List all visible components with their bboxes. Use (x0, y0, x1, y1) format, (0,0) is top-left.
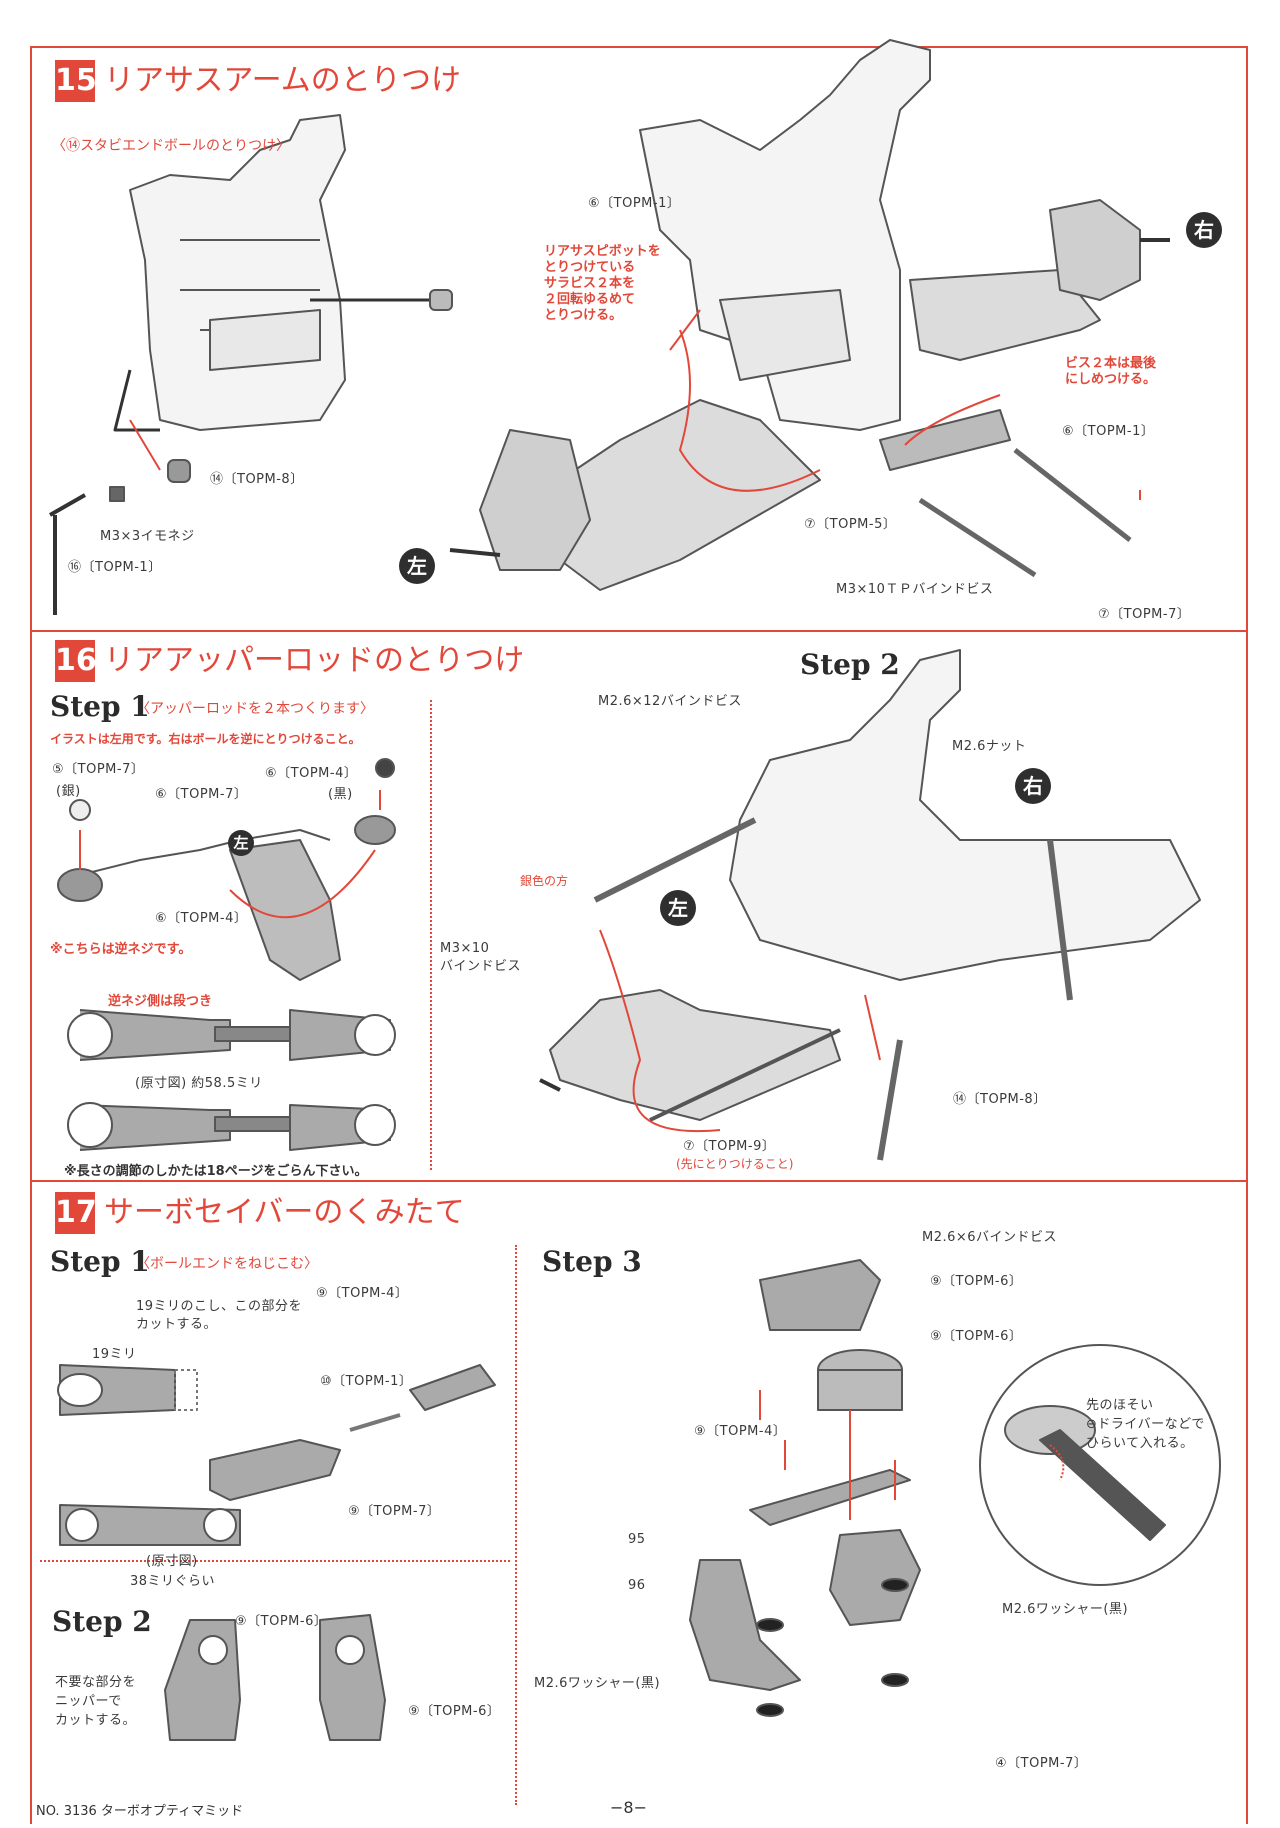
s16-note-length: ※長さの調節のしかたは18ページをごらん下さい。 (64, 1164, 368, 1179)
s17-step3-horn93 (759, 1259, 881, 1331)
s15-right-gearbox (639, 39, 931, 431)
section-16-title: リアアッパーロッドのとりつけ (104, 643, 525, 678)
s16-step2-badge-right: 右 (1015, 768, 1051, 804)
s17-label-91: ⑨〔TOPM-7〕 (348, 1504, 441, 1519)
s16-label-silver: (銀) (56, 784, 81, 799)
s15-badge-left: 左 (399, 548, 435, 584)
s17-label-95: 95 (628, 1532, 646, 1547)
s16-label-148: ⑭〔TOPM-8〕 (953, 1092, 1047, 1107)
s15-label-106: ⑯〔TOPM-1〕 (68, 560, 162, 575)
s17-note-driver: 先のほそい ⊖ドライバーなどで ひらいて入れる。 (1086, 1398, 1205, 1451)
s17-note-cut: 19ミリのこし、この部分を カットする。 (136, 1299, 303, 1332)
s15-label-60b: ⑥〔TOPM-1〕 (1062, 424, 1155, 439)
s16-label-53: ⑤〔TOPM-7〕 (52, 762, 145, 777)
s17-step2-arm95 (319, 1614, 386, 1741)
frame-right-edge (1246, 46, 1248, 1824)
s15-label-60a: ⑥〔TOPM-1〕 (588, 196, 681, 211)
s15-left-bulkhead (129, 114, 346, 431)
s17-label-49: ④〔TOPM-7〕 (995, 1756, 1088, 1771)
s15-label-71: ⑦〔TOPM-5〕 (804, 517, 897, 532)
s16-label-silverside: 銀色の方 (520, 874, 569, 888)
section-16-number: 16 (55, 640, 97, 682)
s16-label-72note: (先にとりつけること) (676, 1157, 794, 1171)
s17-label-105: ⑩〔TOPM-1〕 (320, 1374, 413, 1389)
s17-label-96a: ⑨〔TOPM-6〕 (235, 1614, 328, 1629)
s16-step1-heading: Step 1 (50, 690, 150, 723)
s17-label-93: ⑨〔TOPM-6〕 (930, 1274, 1023, 1289)
s16-label-72: ⑦〔TOPM-9〕 (683, 1139, 776, 1154)
frame-left-edge (30, 46, 32, 1824)
s16-label-m3x10: M3×10 バインドビス (440, 941, 522, 974)
s17-step1-heading: Step 1 (50, 1245, 150, 1278)
s17-label-92b: ⑨〔TOPM-4〕 (694, 1424, 787, 1439)
s15-badge-right: 右 (1186, 212, 1222, 248)
s15-label-m3x3: M3×3イモネジ (100, 529, 195, 544)
s16-rod-parts (59, 829, 331, 881)
section-17-title: サーボセイバーのくみたて (104, 1195, 465, 1230)
s16-label-black: (黒) (328, 787, 353, 802)
s16-upper-rods (593, 817, 1073, 1161)
section-17-number: 17 (55, 1192, 97, 1234)
s17-label-95a: ⑨〔TOPM-6〕 (408, 1704, 501, 1719)
s16-label-m26x12: M2.6×12バインドビス (598, 694, 742, 709)
s15-left-arm (559, 399, 821, 591)
s16-step1-note: イラストは左用です。右はボールを逆にとりつけること。 (50, 732, 361, 746)
divider-16-17 (30, 1180, 1248, 1182)
s16-label-dim: (原寸図) 約58.5ミリ (135, 1076, 263, 1091)
s16-step2-chassis (729, 649, 1201, 981)
page-frame (30, 46, 1248, 1828)
s16-label-m26nut: M2.6ナット (952, 739, 1027, 754)
s15-subtitle: 〈⑭スタビエンドボールのとりつけ〉 (52, 138, 291, 154)
s15-label-m3x10tp: M3×10ＴＰバインドビス (836, 582, 994, 597)
s17-step3-heading: Step 3 (542, 1245, 642, 1278)
s15-label-149: ⑭〔TOPM-8〕 (210, 472, 304, 487)
s17-step1-linkage (59, 1504, 241, 1546)
s17-label-38: 38ミリぐらい (130, 1574, 216, 1589)
s15-label-70: ⑦〔TOPM-7〕 (1098, 607, 1191, 622)
section-15-title: リアサスアームのとりつけ (104, 63, 461, 98)
section-15-number: 15 (55, 60, 97, 102)
dotted-divider-17-steps (40, 1560, 510, 1562)
s17-label-96: 96 (628, 1578, 646, 1593)
dotted-divider-17 (515, 1245, 517, 1805)
s15-note-pivot: リアサスピボットを とりつけている サラビス２本を ２回転ゆるめて とりつける。 (544, 244, 661, 323)
s17-label-washer-l: M2.6ワッシャー(黒) (534, 1676, 661, 1691)
s16-step1-badge-left: 左 (228, 830, 254, 856)
s17-label-dim: (原寸図) (146, 1554, 198, 1569)
s17-step1-sub: 〈ボールエンドをねじこむ〉 (136, 1256, 318, 1272)
s16-label-61: ⑥〔TOPM-4〕 (265, 766, 358, 781)
s17-label-94: ⑨〔TOPM-6〕 (930, 1329, 1023, 1344)
s15-note-vis: ビス２本は最後 にしめつける。 (1065, 356, 1157, 387)
s15-pivot-plate (879, 409, 1011, 471)
s17-label-19: 19ミリ (92, 1347, 137, 1362)
footer-model: NO. 3136 ターボオプティマミッド (36, 1804, 244, 1819)
s15-hex-key (49, 493, 86, 615)
s17-note-nipper: 不要な部分を ニッパーで カットする。 (55, 1675, 137, 1728)
s16-label-63: ⑥〔TOPM-7〕 (155, 787, 248, 802)
dotted-divider-16 (430, 700, 432, 1170)
divider-15-16 (30, 630, 1248, 632)
s16-step1-sub: 〈アッパーロッドを２本つくります〉 (136, 701, 374, 717)
s17-label-m26x6: M2.6×6バインドビス (922, 1230, 1058, 1245)
s17-label-washer-r: M2.6ワッシャー(黒) (1002, 1602, 1129, 1617)
s16-label-64: ⑥〔TOPM-4〕 (155, 911, 248, 926)
s17-step2-heading: Step 2 (52, 1605, 152, 1638)
s16-step2-badge-left: 左 (660, 890, 696, 926)
s16-note-step: 逆ネジ側は段つき (108, 994, 213, 1009)
s15-stabilizer-bar (113, 298, 430, 432)
footer-page-number: −8− (610, 1798, 647, 1817)
s16-step2-heading: Step 2 (800, 648, 900, 681)
s17-label-92a: ⑨〔TOPM-4〕 (316, 1286, 409, 1301)
s17-step2-arm96 (164, 1619, 241, 1741)
s16-note-reverse: ※こちらは逆ネジです。 (50, 942, 192, 957)
s16-rod-full-size (67, 1009, 396, 1151)
